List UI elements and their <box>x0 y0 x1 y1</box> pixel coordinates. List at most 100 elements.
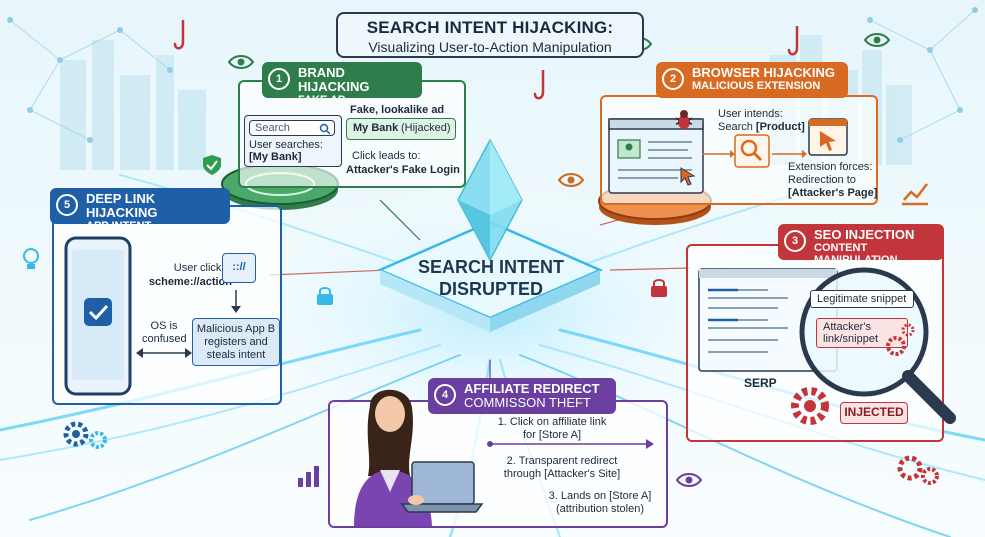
legitimate-snippet: Legitimate snippet <box>810 290 914 308</box>
eye-icon <box>864 33 890 47</box>
affiliate-step-2: 2. Transparent redirect through [Attacke… <box>487 455 637 481</box>
affiliate-step-3-line2: (attribution stolen) <box>555 503 645 515</box>
magnifier-icon <box>734 134 770 168</box>
search-card: Search User searches: [My Bank] <box>244 115 342 167</box>
scheme-link-button[interactable]: ::// <box>222 253 256 283</box>
search-placeholder: Search <box>255 122 290 134</box>
fishhook-icon <box>533 70 545 100</box>
attacker-snippet-line1: Attacker's <box>823 321 871 333</box>
user-clicks-scheme: scheme://action <box>148 276 232 288</box>
search-label: Search <box>718 121 753 133</box>
affiliate-step-1: 1. Click on affiliate link for [Store A] <box>487 416 617 442</box>
malicious-app-line2: registers and <box>204 336 268 348</box>
product-label: [Product] <box>755 121 805 133</box>
affiliate-step-3-line1: 3. Lands on [Store A] <box>548 490 652 502</box>
fake-ad-name: My Bank <box>353 122 399 134</box>
header-brand-hijacking: 1 BRAND HIJACKING FAKE AD <box>262 62 422 106</box>
gear-icon <box>886 323 915 356</box>
redirect-arrows <box>702 150 807 158</box>
user-intends-label: User intends: <box>718 108 783 120</box>
affiliate-step-2-line1: 2. Transparent redirect <box>506 455 618 467</box>
center-line-1: SEARCH INTENT <box>417 257 564 277</box>
chart-icon <box>298 466 319 487</box>
bug-icon <box>675 110 693 129</box>
header-title: SEO INJECTION <box>814 227 915 242</box>
malicious-app-card: Malicious App B registers and steals int… <box>192 318 280 366</box>
bidirectional-arrow <box>136 348 192 358</box>
title-main: SEARCH INTENT HIJACKING: <box>366 18 614 37</box>
header-affiliate-redirect: 4 AFFILIATE REDIRECT COMMISSON THEFT <box>428 378 616 414</box>
header-title: BROWSER HIJACKING <box>692 65 836 80</box>
step-number: 5 <box>56 194 78 216</box>
checkmark-icon <box>84 298 112 326</box>
eye-icon <box>676 473 702 487</box>
eye-icon <box>558 173 584 187</box>
affiliate-step-1-line1: 1. Click on affiliate link <box>497 416 607 428</box>
os-confused: OS is confused <box>142 320 187 346</box>
step-number: 4 <box>434 384 456 406</box>
affiliate-step-2-line2: through [Attacker's Site] <box>503 468 621 480</box>
click-leads-destination: Attacker's Fake Login <box>346 164 460 176</box>
person-with-laptop-illustration <box>354 389 484 526</box>
center-label: SEARCH INTENT DISRUPTED <box>396 256 586 300</box>
attacker-snippet-line2: link/snippet <box>823 333 879 345</box>
chart-icon <box>902 183 928 206</box>
step-number: 2 <box>662 68 684 90</box>
smartphone-illustration <box>64 236 132 396</box>
down-arrow <box>231 290 241 313</box>
fake-ad-card[interactable]: My Bank (Hijacked) <box>346 118 456 140</box>
header-deep-link-hijacking: 5 DEEP LINK HIJACKING APP INTENT INTERCE… <box>50 188 230 244</box>
malicious-app-line3: steals intent <box>206 349 266 361</box>
fishhook-icon <box>787 26 799 56</box>
step-number: 3 <box>784 230 806 252</box>
lightbulb-icon <box>23 248 39 269</box>
user-searches-label: User searches: <box>249 139 323 151</box>
header-title: BRAND HIJACKING <box>298 65 370 94</box>
search-icon <box>319 123 331 135</box>
fake-ad-heading: Fake, lookalike ad <box>350 104 445 116</box>
search-input[interactable]: Search <box>249 120 335 136</box>
center-line-2: DISRUPTED <box>438 279 543 299</box>
gear-icon <box>791 387 829 425</box>
user-intends-value: Search [Product] <box>718 121 805 134</box>
affiliate-step-1-line2: for [Store A] <box>522 429 582 441</box>
title-subtitle: Visualizing User-to-Action Manipulation <box>368 39 612 55</box>
injected-badge: INJECTED <box>840 402 908 424</box>
attacker-snippet: Attacker's link/snippet <box>816 318 908 348</box>
malicious-app-name: Malicious App B <box>196 323 276 335</box>
header-subtitle: FAKE AD <box>298 94 346 106</box>
header-title: DEEP LINK HIJACKING <box>86 191 158 220</box>
malicious-app-line1: Malicious App B <box>193 323 279 336</box>
injected-label: INJECTED <box>844 405 904 419</box>
gear-icon <box>897 455 939 485</box>
header-title: AFFILIATE REDIRECT <box>464 381 600 396</box>
extension-forces-target: [Attacker's Page] <box>788 187 878 199</box>
diagram-title: SEARCH INTENT HIJACKING: Visualizing Use… <box>336 12 644 58</box>
serp-label: SERP <box>744 376 777 390</box>
header-subtitle: MALICIOUS EXTENSION <box>692 80 821 92</box>
lock-icon <box>651 279 667 297</box>
step-number: 1 <box>268 68 290 90</box>
header-seo-injection: 3 SEO INJECTION CONTENT MANIPULATION <box>778 224 944 266</box>
extension-forces-line1: Extension forces: <box>788 161 873 173</box>
legitimate-snippet-label: Legitimate snippet <box>817 293 907 305</box>
os-confused-line2: confused <box>142 333 187 345</box>
os-confused-line1: OS is <box>150 320 178 332</box>
gear-icon <box>63 421 107 449</box>
lock-icon <box>317 287 333 305</box>
click-leads-label: Click leads to: <box>352 150 421 162</box>
header-subtitle: CONTENT MANIPULATION <box>814 242 898 266</box>
cursor-icon <box>680 167 696 186</box>
user-clicks-label: User clicks: <box>173 262 230 274</box>
scheme-icon: ::// <box>232 261 246 273</box>
affiliate-step-3: 3. Lands on [Store A] (attribution stole… <box>540 490 660 516</box>
affiliate-arrow <box>487 439 654 449</box>
redirect-page-icon <box>808 118 848 156</box>
fake-ad-tag: (Hijacked) <box>401 122 451 134</box>
header-subtitle: COMMISSON THEFT <box>464 395 591 410</box>
user-searches-query: [My Bank] <box>249 151 302 163</box>
extension-forces-line2: Redirection to <box>788 174 856 186</box>
shield-check-icon <box>203 155 221 175</box>
laptop-icon <box>400 461 484 513</box>
extension-forces: Extension forces: Redirection to [Attack… <box>788 161 877 200</box>
